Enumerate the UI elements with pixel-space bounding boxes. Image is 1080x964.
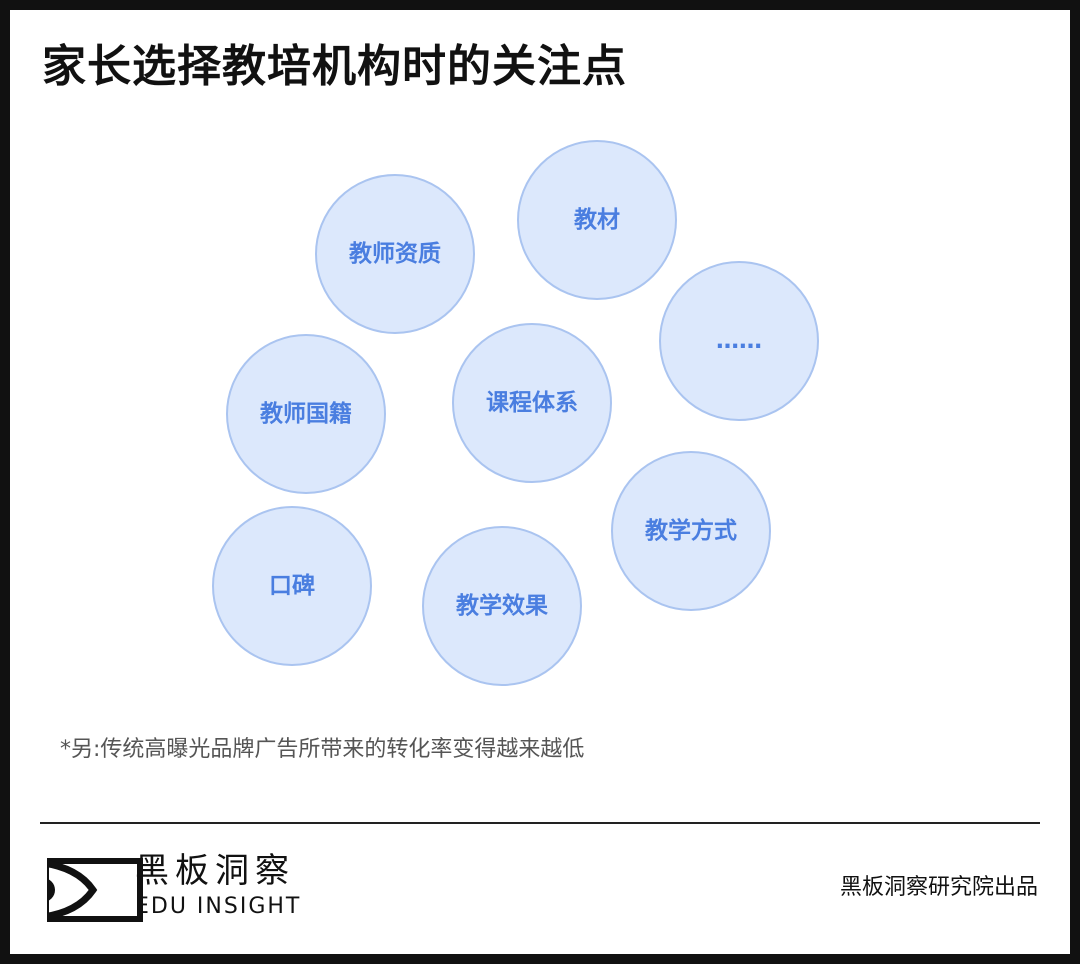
bubble-teacher-qualification: 教师资质 xyxy=(315,174,475,334)
brand-name-en: EDU INSIGHT xyxy=(135,894,302,919)
bubble-teaching-method: 教学方式 xyxy=(611,451,771,611)
credit-text: 黑板洞察研究院出品 xyxy=(839,875,1038,900)
eye-logo-icon xyxy=(43,858,143,922)
divider xyxy=(40,822,1040,824)
bubble-reputation: 口碑 xyxy=(212,506,372,666)
infographic-card: 家长选择教培机构时的关注点 教师资质 教材 …… 教师国籍 课程体系 教学方式 … xyxy=(10,10,1070,954)
brand-name-cn: 黑板洞察 xyxy=(135,851,295,891)
bubble-curriculum: 课程体系 xyxy=(452,323,612,483)
page-title: 家长选择教培机构时的关注点 xyxy=(42,41,627,92)
bubble-teaching-effect: 教学效果 xyxy=(422,526,582,686)
bubble-materials: 教材 xyxy=(517,140,677,300)
bubble-more: …… xyxy=(659,261,819,421)
footnote: *另:传统高曝光品牌广告所带来的转化率变得越来越低 xyxy=(60,737,585,762)
bubble-teacher-nationality: 教师国籍 xyxy=(226,334,386,494)
